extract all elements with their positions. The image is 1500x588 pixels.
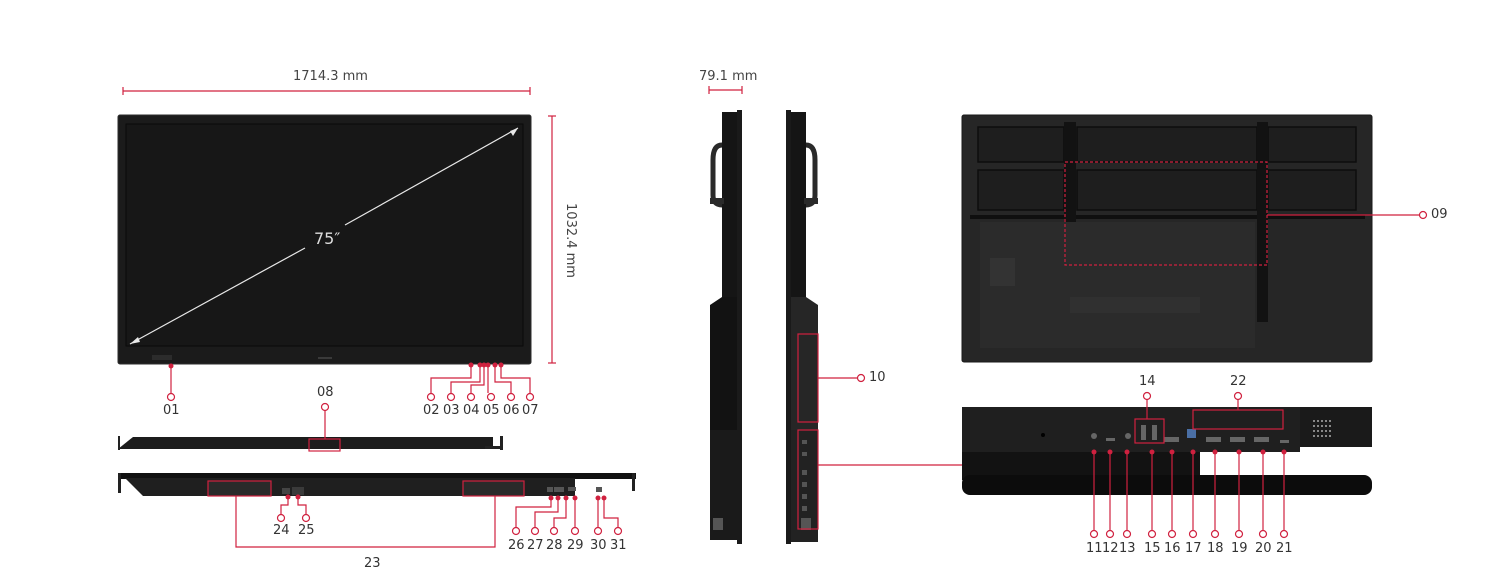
callout-30: 30 — [590, 538, 607, 553]
callout-26: 26 — [508, 538, 525, 553]
callout-28: 28 — [546, 538, 563, 553]
height-dimension-label: 1032.4 mm — [562, 203, 578, 278]
callout-01: 01 — [163, 403, 180, 418]
callout-25: 25 — [298, 523, 315, 538]
callout-06: 06 — [503, 403, 520, 418]
callout-31: 31 — [610, 538, 627, 553]
callout-14: 14 — [1139, 374, 1156, 389]
callout-13: 13 — [1119, 541, 1136, 556]
callout-03: 03 — [443, 403, 460, 418]
callout-18: 18 — [1207, 541, 1224, 556]
callout-09: 09 — [1431, 207, 1448, 222]
callout-19: 19 — [1231, 541, 1248, 556]
callout-08: 08 — [317, 385, 334, 400]
diagonal-size-label: 75″ — [314, 229, 341, 248]
callout-17: 17 — [1185, 541, 1202, 556]
callout-23: 23 — [364, 556, 381, 571]
callout-12: 12 — [1102, 541, 1119, 556]
callout-24: 24 — [273, 523, 290, 538]
callout-05: 05 — [483, 403, 500, 418]
callout-02: 02 — [423, 403, 440, 418]
callout-15: 15 — [1144, 541, 1161, 556]
callout-29: 29 — [567, 538, 584, 553]
callout-07: 07 — [522, 403, 539, 418]
callout-20: 20 — [1255, 541, 1272, 556]
callout-11: 11 — [1086, 541, 1103, 556]
callout-04: 04 — [463, 403, 480, 418]
callout-16: 16 — [1164, 541, 1181, 556]
callout-10: 10 — [869, 370, 886, 385]
callout-21: 21 — [1276, 541, 1293, 556]
width-dimension-label: 1714.3 mm — [293, 69, 368, 84]
callout-22: 22 — [1230, 374, 1247, 389]
callout-27: 27 — [527, 538, 544, 553]
depth-dimension-label: 79.1 mm — [699, 69, 758, 84]
